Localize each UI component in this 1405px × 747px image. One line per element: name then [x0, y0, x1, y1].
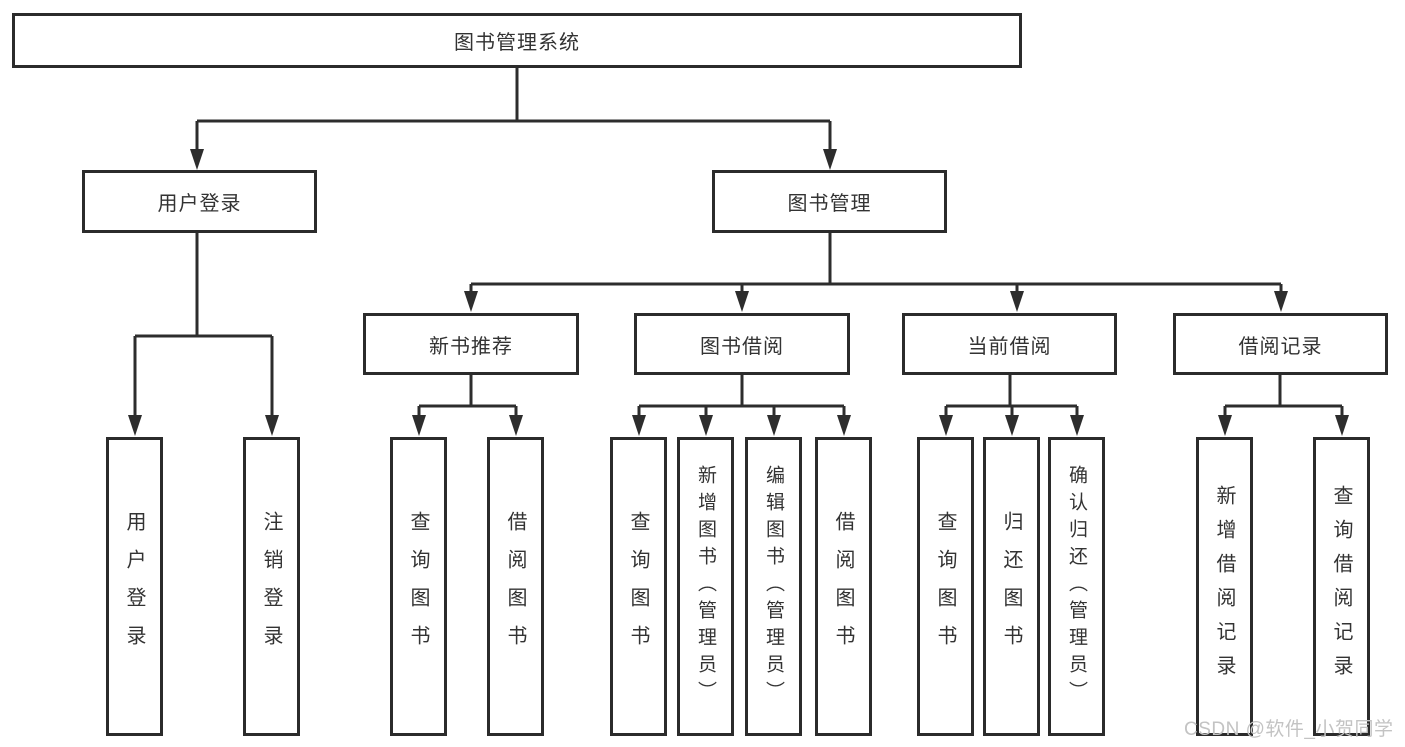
csdn-watermark: CSDN @软件_小贺同学: [1184, 719, 1394, 740]
leaf-logout-login: 注销登录: [243, 437, 300, 736]
leaf-query-books-recommend: 查询图书: [390, 437, 447, 736]
node-book-management-system: 图书管理系统: [12, 13, 1022, 68]
leaf-query-borrow-record: 查询借阅记录: [1313, 437, 1370, 736]
leaf-borrow-books-recommend: 借阅图书: [487, 437, 544, 736]
node-user-login: 用户登录: [82, 170, 317, 233]
leaf-edit-books-admin: 编辑图书（管理员）: [745, 437, 802, 736]
leaf-add-books-admin: 新增图书（管理员）: [677, 437, 734, 736]
node-new-book-recommend: 新书推荐: [363, 313, 579, 375]
node-book-management: 图书管理: [712, 170, 947, 233]
leaf-user-login: 用户登录: [106, 437, 163, 736]
leaf-return-books: 归还图书: [983, 437, 1040, 736]
node-book-borrowing: 图书借阅: [634, 313, 850, 375]
leaf-borrow-books-borrowing: 借阅图书: [815, 437, 872, 736]
node-borrowing-records: 借阅记录: [1173, 313, 1388, 375]
leaf-add-borrow-record: 新增借阅记录: [1196, 437, 1253, 736]
leaf-query-books-current: 查询图书: [917, 437, 974, 736]
node-current-borrowing: 当前借阅: [902, 313, 1117, 375]
leaf-confirm-return-admin: 确认归还（管理员）: [1048, 437, 1105, 736]
leaf-query-books-borrowing: 查询图书: [610, 437, 667, 736]
